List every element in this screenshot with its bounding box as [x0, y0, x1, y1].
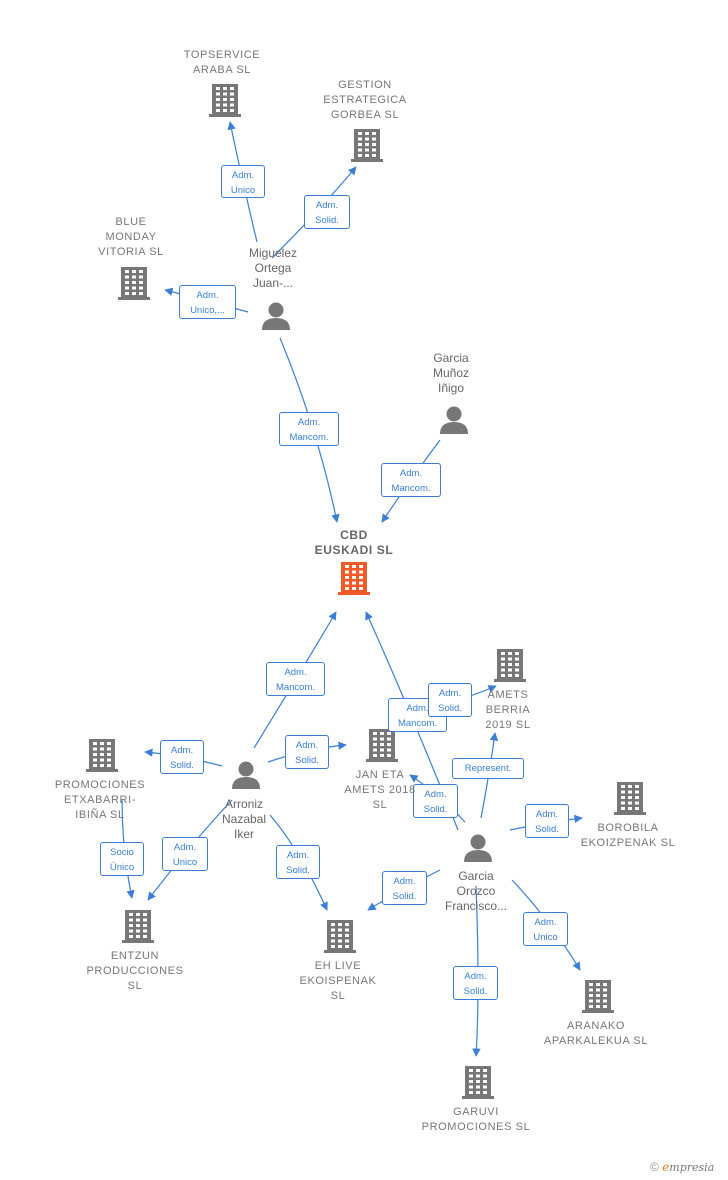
- relation-label-garciaorozco-janeta[interactable]: Adm.Solid.: [413, 784, 458, 818]
- copyright-symbol: ©: [650, 1160, 659, 1174]
- relation-label-arroniz-ehlive[interactable]: Adm.Solid.: [276, 845, 320, 879]
- brand-rest: mpresia: [669, 1161, 715, 1174]
- company-building-icon-ametsberria[interactable]: [494, 649, 526, 682]
- company-building-icon-promociones[interactable]: [86, 739, 118, 772]
- node-icons: [86, 84, 646, 1099]
- company-building-icon-bluemonday[interactable]: [118, 267, 150, 300]
- relation-label-miguelez-cbd[interactable]: Adm.Mancom.: [279, 412, 339, 446]
- relation-label-miguelez-gestion[interactable]: Adm.Solid.: [304, 195, 350, 229]
- company-building-icon-topservice[interactable]: [209, 84, 241, 117]
- person-icon-arroniz[interactable]: [232, 761, 260, 790]
- relation-label-arroniz-janeta[interactable]: Adm.Solid.: [285, 735, 329, 769]
- relation-label-miguelez-topservice[interactable]: Adm.Unico: [221, 165, 265, 198]
- relation-label-miguelez-bluemonday[interactable]: Adm.Unico,...: [179, 285, 236, 319]
- relation-label-garciaorozco-ametsberria[interactable]: Adm.Solid.: [428, 683, 472, 717]
- company-building-icon-borobila[interactable]: [614, 782, 646, 815]
- relation-label-arroniz-entzun[interactable]: Adm.Unico: [162, 837, 208, 871]
- center-company-building-icon[interactable]: [338, 562, 370, 595]
- relation-label-garciaorozco-borobila[interactable]: Adm.Solid.: [525, 804, 569, 838]
- company-building-icon-garuvi[interactable]: [462, 1066, 494, 1099]
- relation-label-garciaorozco-ametsberria[interactable]: Represent.: [452, 758, 524, 779]
- relation-label-garciaorozco-garuvi[interactable]: Adm.Solid.: [453, 966, 498, 1000]
- brand-initial: e: [662, 1160, 670, 1174]
- relation-label-garciaorozco-ehlive[interactable]: Adm.Solid.: [382, 871, 427, 905]
- relation-label-garciamunoz-cbd[interactable]: Adm.Mancom.: [381, 463, 441, 497]
- relation-label-arroniz-promociones[interactable]: Adm.Solid.: [160, 740, 204, 774]
- person-icon-garciamunoz[interactable]: [440, 406, 468, 435]
- company-building-icon-entzun[interactable]: [122, 910, 154, 943]
- company-building-icon-janeta[interactable]: [366, 729, 398, 762]
- company-building-icon-ehlive[interactable]: [324, 920, 356, 953]
- relation-label-garciaorozco-aranako[interactable]: Adm.Unico: [523, 912, 568, 946]
- person-icon-garciaorozco[interactable]: [464, 834, 492, 863]
- company-building-icon-gestion[interactable]: [351, 129, 383, 162]
- empresia-footer[interactable]: © empresia: [650, 1160, 714, 1174]
- person-icon-miguelez[interactable]: [262, 302, 290, 331]
- relation-label-arroniz-cbd[interactable]: Adm.Mancom.: [266, 662, 325, 696]
- company-building-icon-aranako[interactable]: [582, 980, 614, 1013]
